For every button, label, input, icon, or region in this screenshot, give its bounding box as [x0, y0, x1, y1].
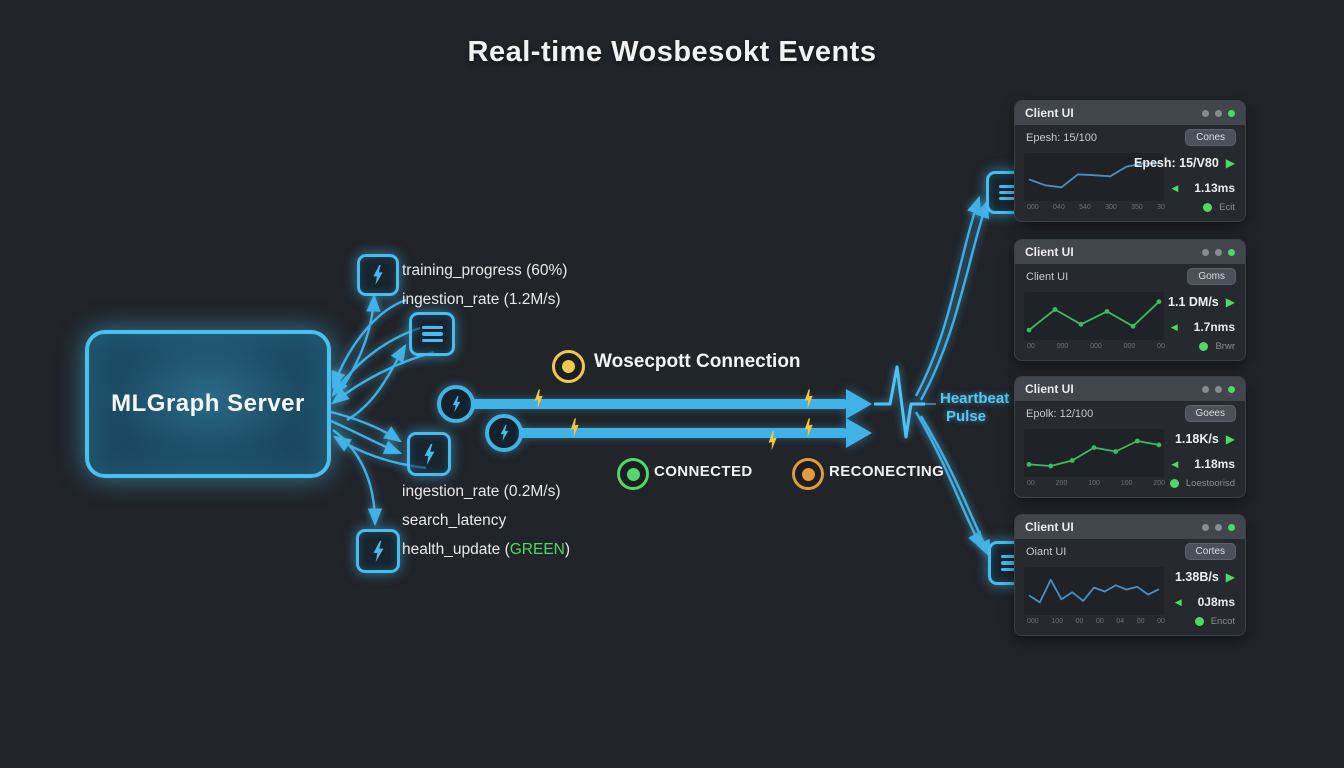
stream-bolt-icon [485, 414, 523, 452]
panel-titlebar: Client UI [1015, 240, 1245, 264]
panel-latency: ◀0J8ms [1174, 595, 1235, 609]
heartbeat-label-line2: Pulse [946, 408, 987, 425]
panel-title: Client UI [1025, 382, 1074, 396]
stream-bar-1 [472, 399, 846, 409]
message-lines-glyph [421, 326, 443, 342]
stream-arrowhead-1 [846, 389, 872, 419]
websocket-status-icon [552, 350, 585, 383]
panel-title: Client UI [1025, 106, 1074, 120]
stream-bar-2 [520, 428, 846, 438]
panel-titlebar: Client UI [1015, 515, 1245, 539]
green-dot-icon [1203, 203, 1213, 212]
window-dots [1202, 385, 1235, 393]
mlgraph-server-box: MLGraph Server [85, 330, 331, 478]
bolt-icon [357, 254, 399, 296]
panel-rate: 1.1 DM/s▶ [1168, 295, 1235, 309]
page-title: Real-time Wosbesokt Events [467, 36, 877, 68]
panel-title: Client UI [1025, 520, 1074, 534]
left-arrow-icon: ◀ [1171, 182, 1179, 193]
event-health-update: health_update (GREEN) [402, 541, 571, 558]
panel-latency: ◀1.7nms [1170, 320, 1235, 334]
stream-bolt-icon [437, 385, 475, 423]
left-arrow-icon: ◀ [1170, 321, 1178, 332]
panel-metric-label: Epolk: 12/100 [1026, 408, 1094, 420]
play-icon: ▶ [1225, 295, 1235, 309]
server-label: MLGraph Server [111, 390, 305, 417]
reconnecting-label: RECONECTING [829, 463, 945, 480]
connected-status-icon [617, 458, 649, 490]
panel-titlebar: Client UI [1015, 101, 1245, 125]
left-arrow-icon: ◀ [1174, 596, 1182, 607]
panel-rate: 1.38B/s▶ [1174, 570, 1235, 584]
play-icon: ▶ [1225, 156, 1235, 170]
panel-status: Brwr [1199, 341, 1235, 352]
window-dots [1202, 523, 1235, 531]
panel-metric-label: Epesh: 15/100 [1026, 132, 1097, 144]
panel-rate: 1.18K/s▶ [1174, 432, 1235, 446]
panel-metric-label: Client UI [1026, 271, 1069, 283]
panel-button[interactable]: Goees [1184, 405, 1236, 422]
panel-button[interactable]: Cortes [1184, 543, 1236, 560]
play-icon: ▶ [1225, 570, 1235, 584]
bolt-icon [356, 529, 400, 573]
reconnecting-status-icon [792, 458, 824, 490]
panel-metric-label: Oiant UI [1026, 546, 1067, 558]
panel-status: Loestoorisd [1169, 478, 1235, 489]
event-search-latency: search_latency [402, 512, 507, 529]
health-green-value: GREEN [509, 541, 565, 558]
connected-label: CONNECTED [654, 463, 753, 480]
panel-title: Client UI [1025, 245, 1074, 259]
panel-status: Encot [1194, 616, 1235, 627]
panel-sparkline-chart [1024, 153, 1164, 201]
panel-button[interactable]: Cones [1185, 129, 1236, 146]
message-lines-glyph [1000, 555, 1022, 571]
panel-sparkline-chart [1024, 567, 1164, 615]
left-arrow-icon: ◀ [1171, 458, 1179, 469]
bolt-icon [407, 432, 451, 476]
stream-arrowhead-2 [846, 418, 872, 448]
panel-sparkline-chart [1024, 292, 1164, 340]
event-ingestion-rate-high: ingestion_rate (1.2M/s) [402, 291, 561, 308]
green-dot-icon [1194, 617, 1204, 626]
heartbeat-pulse-waveform [874, 365, 925, 439]
event-training-progress: training_progress (60%) [402, 262, 568, 279]
panel-titlebar: Client UI [1015, 377, 1245, 401]
panel-latency: ◀1.18ms [1171, 457, 1235, 471]
green-dot-icon [1199, 342, 1209, 351]
heartbeat-label-line1: Heartbeat [940, 390, 1010, 407]
play-icon: ▶ [1225, 432, 1235, 446]
panel-rate: Epesh: 15/V80▶ [1134, 156, 1235, 170]
panel-button[interactable]: Goms [1187, 268, 1236, 285]
panel-sparkline-chart [1024, 429, 1164, 477]
message-icon [409, 312, 455, 356]
panel-status: Ecit [1203, 202, 1235, 213]
event-ingestion-rate-low: ingestion_rate (0.2M/s) [402, 483, 561, 500]
window-dots [1202, 248, 1235, 256]
window-dots [1202, 109, 1235, 117]
panel-latency: ◀1.13ms [1171, 181, 1235, 195]
message-lines-glyph [998, 184, 1020, 201]
green-dot-icon [1169, 479, 1179, 488]
connection-label: Wosecpott Connection [594, 351, 801, 372]
